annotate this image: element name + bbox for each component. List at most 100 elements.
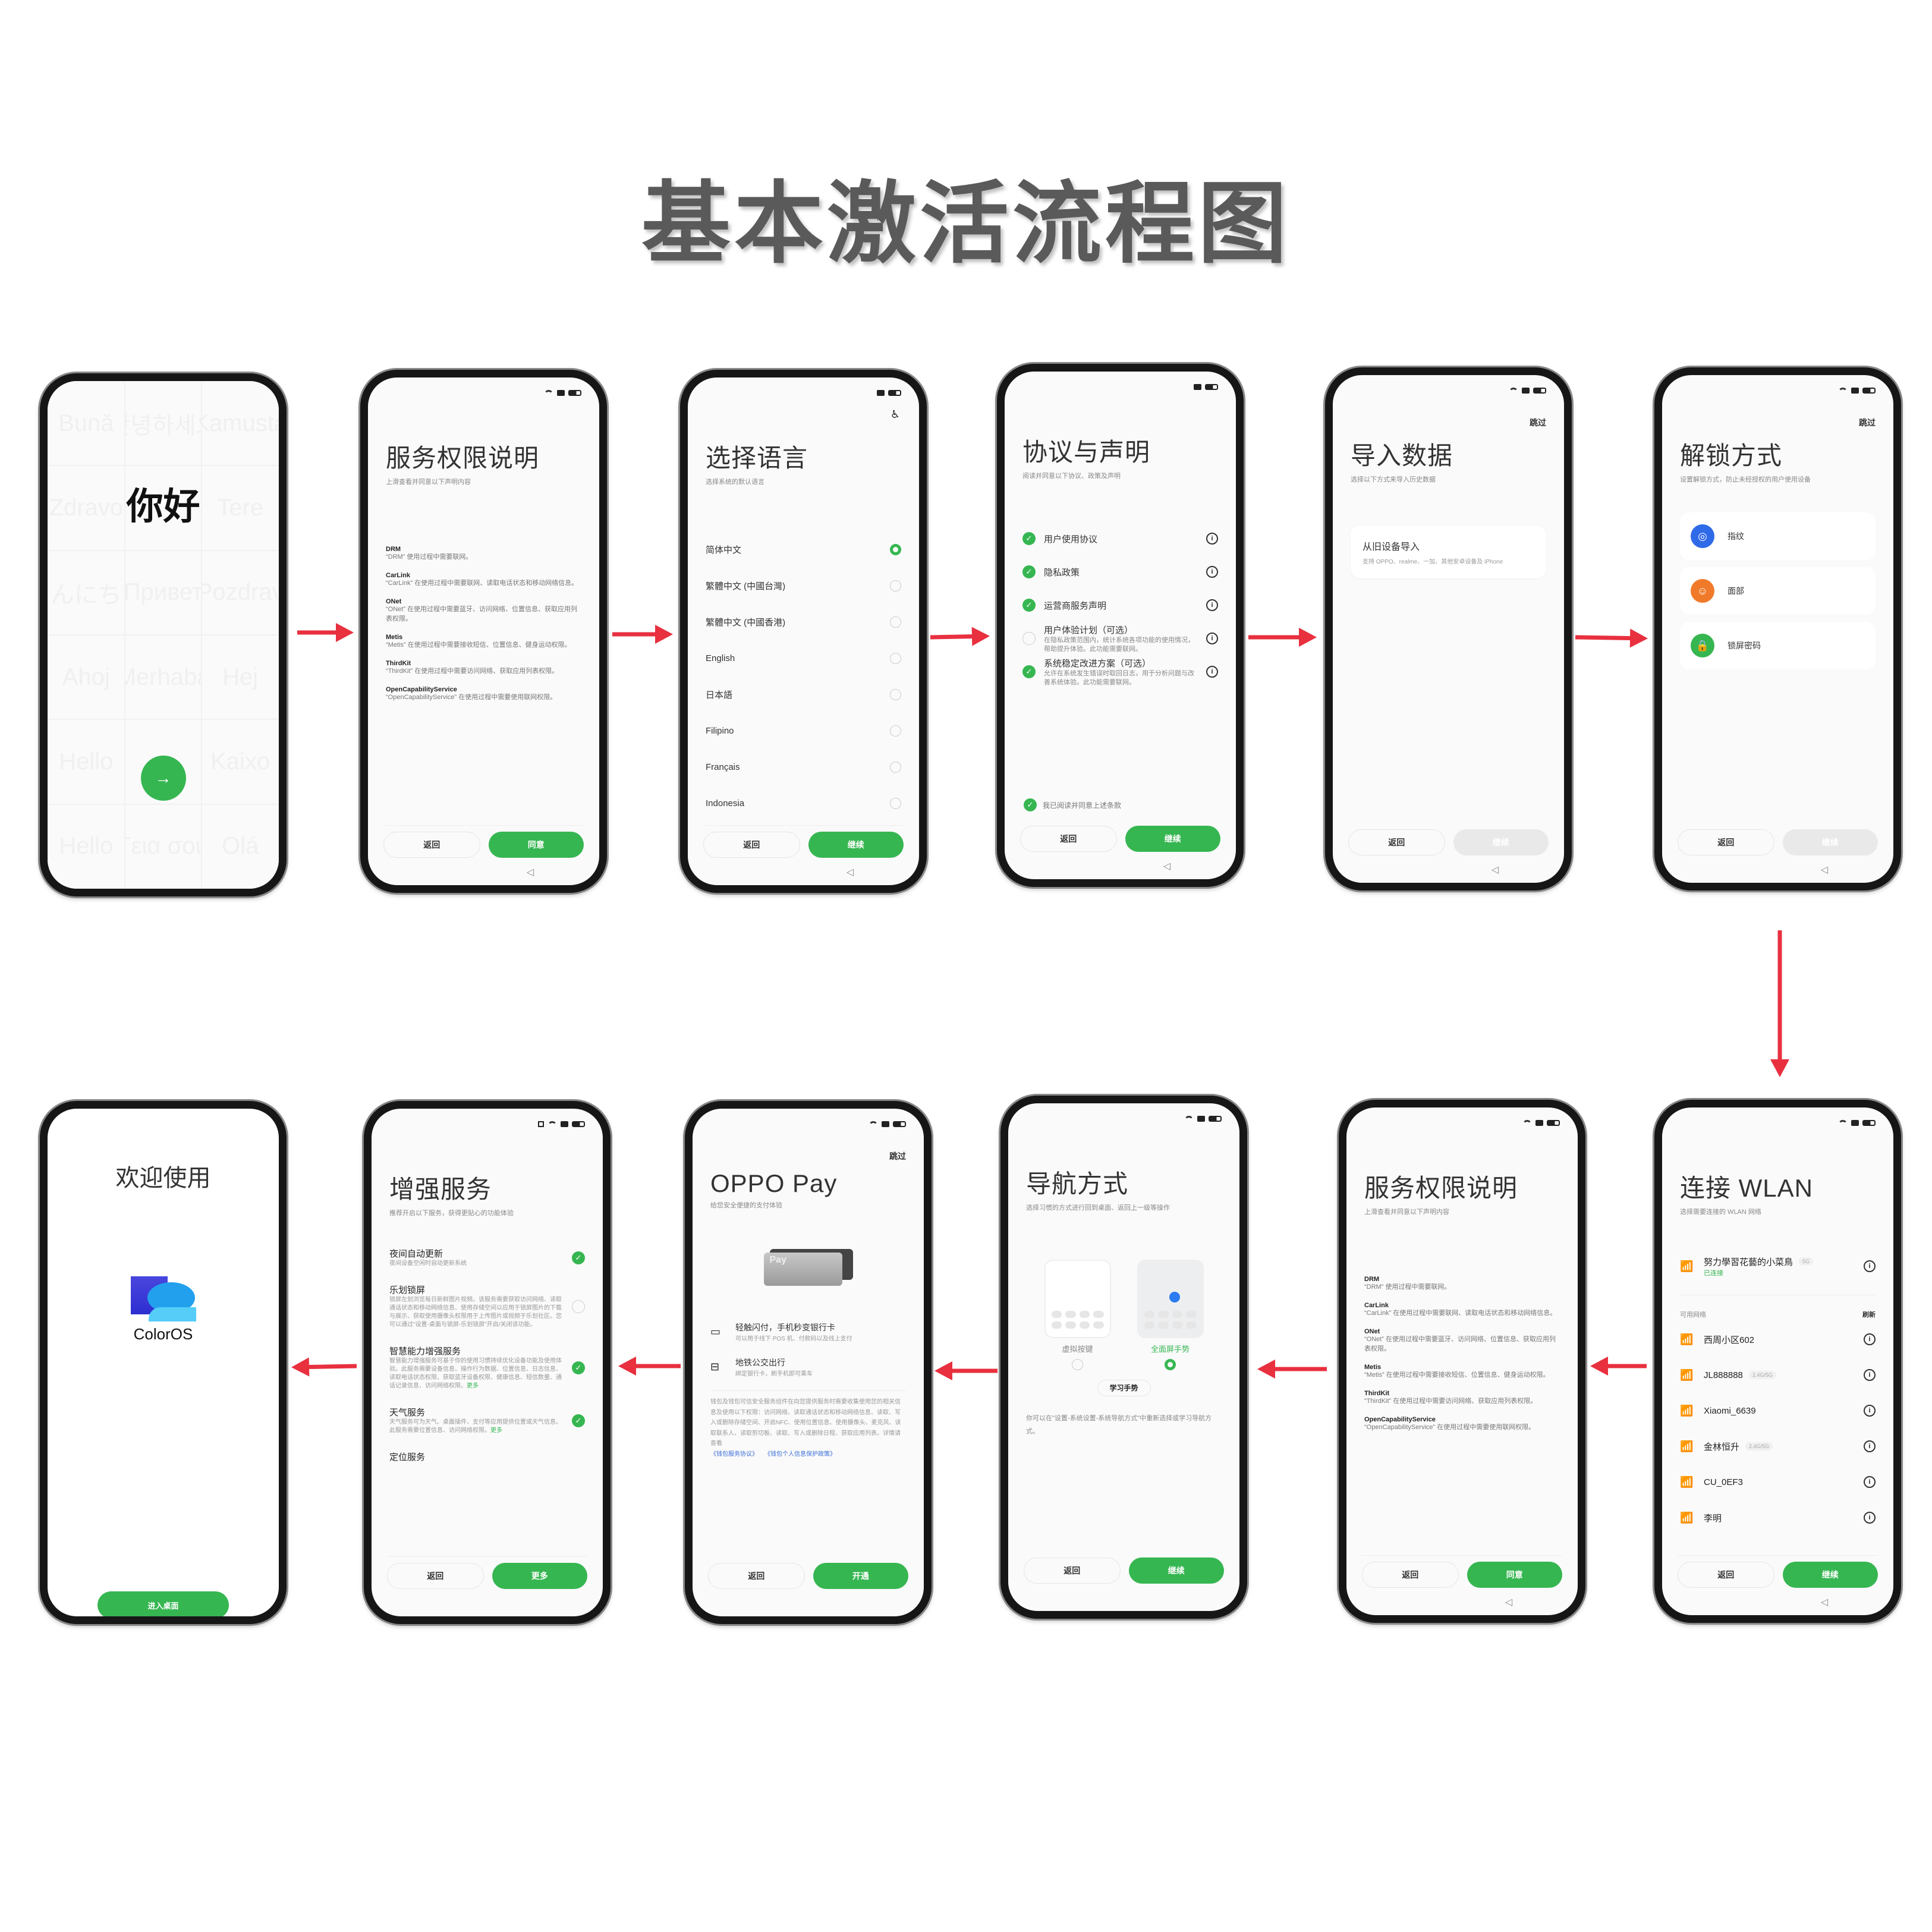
more-link[interactable]: 更多 bbox=[467, 1383, 479, 1389]
nav-back-icon[interactable]: ◁ bbox=[1491, 865, 1499, 875]
enter-desktop-button[interactable]: 进入桌面 bbox=[97, 1591, 229, 1616]
wallet-service-agreement-link[interactable]: 《钱包服务协议》 bbox=[710, 1450, 758, 1458]
back-button[interactable]: 返回 bbox=[1678, 1562, 1774, 1588]
info-icon[interactable]: i bbox=[1864, 1405, 1876, 1417]
skip-button[interactable]: 跳过 bbox=[1859, 418, 1876, 427]
info-icon[interactable]: i bbox=[1206, 633, 1218, 644]
language-option[interactable]: 繁體中文 (中國香港) bbox=[706, 604, 901, 640]
check-icon[interactable]: ✓ bbox=[1022, 565, 1036, 578]
check-icon[interactable]: ✓ bbox=[572, 1414, 585, 1427]
back-button[interactable]: 返回 bbox=[703, 832, 800, 858]
language-option[interactable]: Filipino bbox=[706, 713, 901, 749]
next-button[interactable]: → bbox=[140, 756, 186, 801]
back-button[interactable]: 返回 bbox=[1362, 1562, 1459, 1588]
agreement-item[interactable]: ✓用户体验计划（可选）在隐私政策范围内，统计系统各项功能的使用情况，帮助提升体验… bbox=[1022, 622, 1218, 655]
radio-unselected[interactable] bbox=[890, 798, 901, 809]
back-button[interactable]: 返回 bbox=[383, 832, 480, 858]
unlock-option[interactable]: ☺面部 bbox=[1680, 567, 1876, 615]
language-option[interactable]: Indonesia bbox=[706, 785, 901, 822]
more-button[interactable]: 更多 bbox=[492, 1563, 587, 1589]
info-icon[interactable]: i bbox=[1864, 1333, 1876, 1345]
info-icon[interactable]: i bbox=[1864, 1260, 1876, 1272]
radio-unselected[interactable] bbox=[890, 725, 901, 737]
skip-button[interactable]: 跳过 bbox=[889, 1151, 906, 1161]
wallet-privacy-policy-link[interactable]: 《钱包个人信息保护政策》 bbox=[767, 1450, 836, 1458]
language-option[interactable]: 简体中文 bbox=[706, 531, 901, 568]
option-virtual-keys[interactable]: 虚拟按键 bbox=[1044, 1260, 1111, 1370]
import-from-old-device-card[interactable]: 从旧设备导入 支持 OPPO、realme、一加、其他安卓设备及 iPhone bbox=[1351, 526, 1546, 578]
unchecked-circle-icon[interactable]: ✓ bbox=[572, 1299, 585, 1313]
language-option[interactable]: 日本語 bbox=[706, 676, 901, 713]
radio-unselected[interactable] bbox=[1072, 1359, 1083, 1370]
agree-all-checkbox[interactable]: ✓我已阅读并同意上述条款 bbox=[1024, 798, 1121, 811]
accessibility-icon[interactable]: ♿ bbox=[890, 408, 900, 420]
learn-gesture-button[interactable]: 学习手势 bbox=[1097, 1380, 1151, 1396]
info-icon[interactable]: i bbox=[1206, 599, 1218, 611]
service-item[interactable]: 乐划锁屏锁屏左划浏览每日新鲜图片视频。该服务需要获取访问网络、读取通话状态和移动… bbox=[389, 1283, 585, 1329]
info-icon[interactable]: i bbox=[1206, 666, 1218, 678]
back-button[interactable]: 返回 bbox=[1024, 1557, 1121, 1584]
agree-button[interactable]: 同意 bbox=[488, 832, 584, 858]
unchecked-circle-icon[interactable]: ✓ bbox=[1022, 632, 1036, 645]
back-button[interactable]: 返回 bbox=[1348, 829, 1445, 855]
nav-back-icon[interactable]: ◁ bbox=[846, 867, 854, 877]
radio-unselected[interactable] bbox=[890, 762, 901, 773]
radio-unselected[interactable] bbox=[890, 689, 901, 700]
info-icon[interactable]: i bbox=[1206, 533, 1218, 545]
agree-button[interactable]: 同意 bbox=[1467, 1562, 1562, 1588]
service-item[interactable]: 智慧能力增强服务智慧能力增强服务可基于你的使用习惯持续优化设备功能及使用体验。此… bbox=[389, 1345, 585, 1390]
radio-unselected[interactable] bbox=[890, 653, 901, 664]
nav-back-icon[interactable]: ◁ bbox=[1820, 865, 1828, 875]
nav-back-icon[interactable]: ◁ bbox=[1820, 1597, 1828, 1607]
info-icon[interactable]: i bbox=[1864, 1476, 1876, 1488]
nav-back-icon[interactable]: ◁ bbox=[1505, 1597, 1512, 1607]
option-gesture[interactable]: 全面屏手势 bbox=[1137, 1260, 1204, 1370]
language-option[interactable]: 繁體中文 (中國台灣) bbox=[706, 568, 901, 604]
back-button[interactable]: 返回 bbox=[708, 1563, 805, 1589]
unlock-option[interactable]: ◎指纹 bbox=[1680, 512, 1876, 560]
check-icon[interactable]: ✓ bbox=[1022, 665, 1036, 678]
back-button[interactable]: 返回 bbox=[387, 1563, 484, 1589]
info-icon[interactable]: i bbox=[1864, 1440, 1876, 1452]
continue-button[interactable]: 继续 bbox=[1782, 1562, 1878, 1588]
activate-button[interactable]: 开通 bbox=[813, 1563, 908, 1589]
more-link[interactable]: 更多 bbox=[490, 1427, 502, 1434]
continue-button[interactable]: 继续 bbox=[808, 832, 904, 858]
radio-unselected[interactable] bbox=[890, 616, 901, 628]
unlock-option[interactable]: 🔒锁屏密码 bbox=[1680, 622, 1876, 669]
refresh-button[interactable]: 刷新 bbox=[1862, 1311, 1876, 1319]
service-item[interactable]: 定位服务 bbox=[389, 1450, 585, 1463]
radio-unselected[interactable] bbox=[890, 580, 901, 591]
check-icon[interactable]: ✓ bbox=[572, 1361, 585, 1374]
language-option[interactable]: Français bbox=[706, 749, 901, 785]
continue-button[interactable]: 继续 bbox=[1128, 1557, 1224, 1584]
check-icon[interactable]: ✓ bbox=[1022, 532, 1036, 545]
radio-selected[interactable] bbox=[1165, 1359, 1176, 1370]
check-icon[interactable]: ✓ bbox=[572, 1251, 585, 1264]
back-button[interactable]: 返回 bbox=[1678, 829, 1774, 855]
nav-back-icon[interactable]: ◁ bbox=[526, 867, 534, 877]
nav-back-icon[interactable]: ◁ bbox=[1163, 861, 1170, 871]
back-button[interactable]: 返回 bbox=[1020, 826, 1117, 852]
continue-button-disabled[interactable]: 继续 bbox=[1782, 829, 1878, 855]
skip-button[interactable]: 跳过 bbox=[1530, 418, 1546, 427]
check-icon[interactable]: ✓ bbox=[1022, 599, 1036, 612]
language-option[interactable]: English bbox=[706, 640, 901, 676]
continue-button-disabled[interactable]: 继续 bbox=[1453, 829, 1549, 855]
info-icon[interactable]: i bbox=[1206, 566, 1218, 578]
info-icon[interactable]: i bbox=[1864, 1369, 1876, 1381]
info-icon[interactable]: i bbox=[1864, 1512, 1876, 1524]
radio-selected[interactable] bbox=[890, 544, 901, 555]
service-item[interactable]: 夜间自动更新夜间设备空闲时自动更新系统✓ bbox=[389, 1247, 585, 1268]
continue-button[interactable]: 继续 bbox=[1125, 826, 1220, 852]
service-item[interactable]: 天气服务天气服务可为天气、桌面插件、支付等应用提供位置或天气信息。此服务需要位置… bbox=[389, 1406, 585, 1435]
